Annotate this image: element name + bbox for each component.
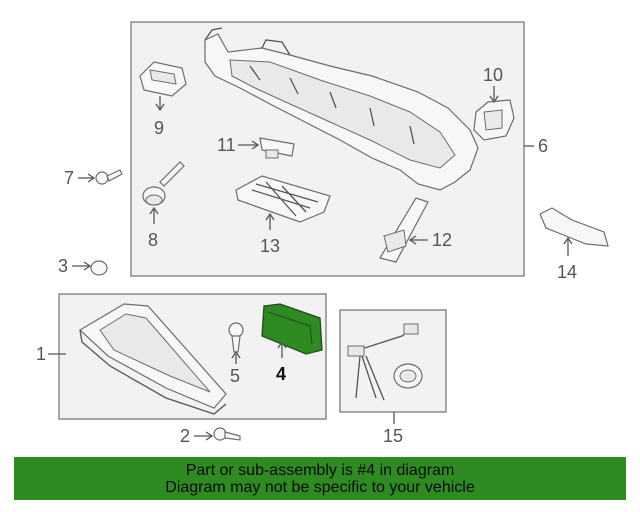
callout-1: 1 bbox=[36, 344, 46, 364]
callout-12: 12 bbox=[432, 230, 452, 250]
callout-3: 3 bbox=[58, 256, 68, 276]
callout-9: 9 bbox=[154, 118, 164, 138]
callout-8: 8 bbox=[148, 230, 158, 250]
callout-6: 6 bbox=[538, 136, 548, 156]
banner-line-2: Diagram may not be specific to your vehi… bbox=[165, 478, 475, 496]
callout-7: 7 bbox=[64, 168, 74, 188]
callout-5: 5 bbox=[230, 366, 240, 386]
banner-line-1: Part or sub-assembly is #4 in diagram bbox=[185, 461, 455, 479]
callout-13: 13 bbox=[260, 236, 280, 256]
part-14-bracket bbox=[539, 207, 609, 247]
callout-15: 15 bbox=[383, 426, 403, 446]
part-4-shape bbox=[261, 303, 323, 355]
part-1-glove-box bbox=[79, 303, 227, 415]
part-2-screw bbox=[213, 427, 241, 441]
callout-4: 4 bbox=[276, 364, 286, 384]
part-4-module-highlighted bbox=[261, 303, 323, 355]
part-5-bolt bbox=[228, 322, 244, 353]
part-12-support bbox=[379, 197, 429, 263]
callout-2: 2 bbox=[180, 426, 190, 446]
part-8-damper bbox=[142, 161, 185, 206]
part-15-harness bbox=[347, 323, 423, 401]
part-6-reinforcement bbox=[204, 27, 479, 191]
part-9-connector bbox=[139, 61, 187, 97]
callout-14: 14 bbox=[557, 262, 577, 282]
part-11-clip bbox=[259, 137, 295, 159]
info-banner: Part or sub-assembly is #4 in diagram Di… bbox=[14, 457, 626, 500]
callout-11: 11 bbox=[217, 135, 236, 155]
part-7-screw bbox=[95, 169, 123, 185]
part-13-tray bbox=[235, 175, 331, 223]
part-3-clip bbox=[90, 260, 108, 276]
wiring-group-box bbox=[339, 309, 447, 413]
part-10-bracket bbox=[473, 99, 515, 141]
callout-10: 10 bbox=[483, 65, 503, 85]
